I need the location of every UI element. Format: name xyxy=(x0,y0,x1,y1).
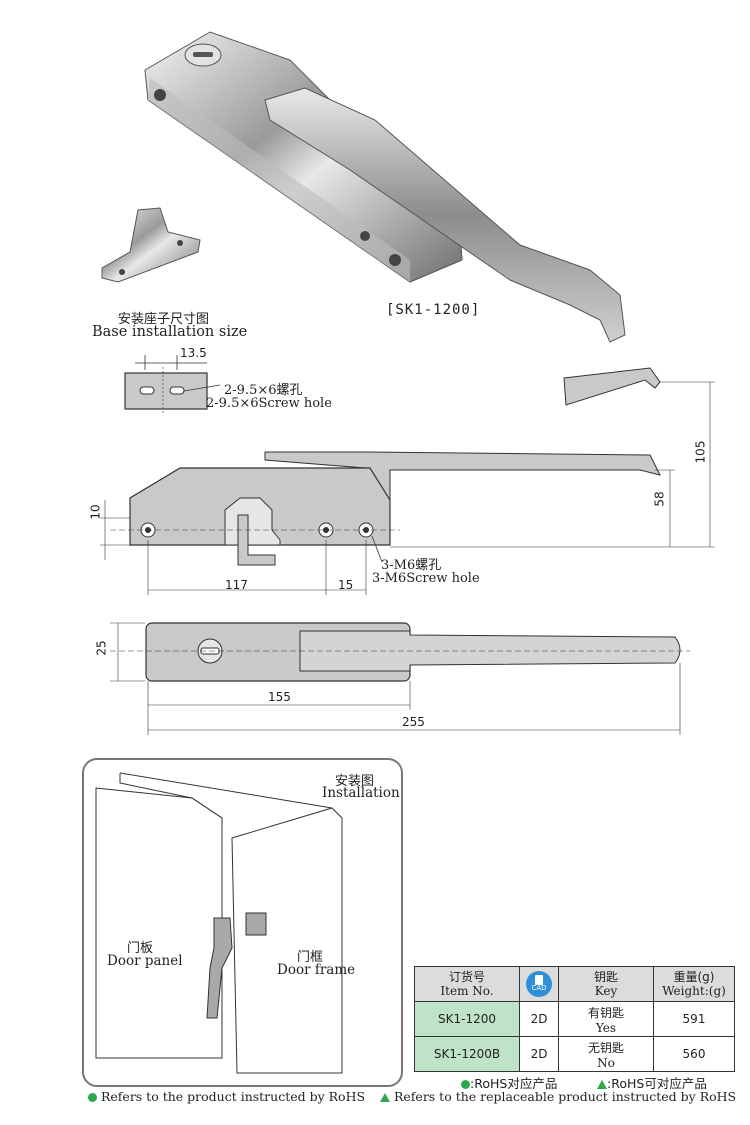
table-row: SK1-1200 2D 有钥匙 Yes 591 xyxy=(414,1001,735,1037)
base-screw-en: 2-9.5×6Screw hole xyxy=(206,396,332,411)
dim-body: 155 xyxy=(268,690,291,704)
dim-total: 255 xyxy=(402,715,425,729)
door-frame-cn: 门框 xyxy=(297,950,324,965)
item-number: SK1-1200 xyxy=(414,1001,520,1037)
weight-cell: 591 xyxy=(653,1001,735,1037)
legend-rohs-replace-cn: :RoHS可对应产品 xyxy=(597,1073,707,1092)
base-size-drawing xyxy=(124,355,221,415)
weight-cell: 560 xyxy=(653,1036,735,1072)
th-weight: 重量(g) Weight:(g) xyxy=(653,966,735,1002)
th-weight-en: Weight:(g) xyxy=(662,984,726,998)
door-panel-cn: 门板 xyxy=(127,941,154,956)
key-cell: 无钥匙 No xyxy=(558,1036,654,1072)
door-frame-en: Door frame xyxy=(277,962,356,978)
cad-icon[interactable]: CAD xyxy=(526,971,552,997)
key-en: Yes xyxy=(595,1020,617,1035)
th-item: 订货号 Item No. xyxy=(414,966,520,1002)
th-key-en: Key xyxy=(594,984,618,998)
base-spacing-dim: 13.5 xyxy=(180,346,207,360)
key-cn: 有钥匙 xyxy=(587,1005,624,1020)
base-size-title-en: Base installation size xyxy=(92,324,248,340)
base-screw-cn: 2-9.5×6螺孔 xyxy=(224,383,303,398)
th-key-cn: 钥匙 xyxy=(593,970,618,984)
th-item-en: Item No. xyxy=(440,984,494,998)
product-photo xyxy=(101,31,626,343)
th-weight-cn: 重量(g) xyxy=(673,970,715,984)
installation-title-en: Installation xyxy=(322,785,400,801)
legend-rohs-replace-en: Refers to the replaceable product instru… xyxy=(380,1089,736,1104)
model-label: [SK1-1200] xyxy=(386,302,481,318)
top-view-drawing xyxy=(110,622,690,735)
dim-width: 25 xyxy=(94,640,109,656)
table-row: SK1-1200B 2D 无钥匙 No 560 xyxy=(414,1036,735,1072)
green-dot-icon xyxy=(88,1093,97,1102)
base-size-title-cn: 安装座子尺寸图 xyxy=(118,312,210,327)
spec-table: 订货号 Item No. CAD 钥匙 Key 重量(g) Weight:(g)… xyxy=(414,966,735,1072)
installation-illustration xyxy=(82,758,403,1087)
legend-rohs-en: Refers to the product instructed by RoHS xyxy=(88,1089,365,1104)
th-cad: CAD xyxy=(519,966,559,1002)
cad-link[interactable]: 2D xyxy=(519,1001,559,1037)
key-cn: 无钥匙 xyxy=(587,1040,624,1055)
legend-rohs-cn: :RoHS对应产品 xyxy=(461,1073,557,1092)
dim-hole-gap: 15 xyxy=(338,578,354,592)
green-dot-icon xyxy=(461,1080,470,1089)
side-view-drawing xyxy=(100,367,715,595)
green-triangle-icon xyxy=(380,1093,390,1102)
key-cell: 有钥匙 Yes xyxy=(558,1001,654,1037)
door-panel-en: Door panel xyxy=(107,953,183,969)
hole-label-cn: 3-M6螺孔 xyxy=(381,558,442,573)
key-en: No xyxy=(597,1055,615,1070)
spec-table-header: 订货号 Item No. CAD 钥匙 Key 重量(g) Weight:(g) xyxy=(414,966,735,1002)
th-item-cn: 订货号 xyxy=(448,970,485,984)
dim-hole-span: 117 xyxy=(225,578,248,592)
hole-label-en: 3-M6Screw hole xyxy=(372,571,480,586)
th-key: 钥匙 Key xyxy=(558,966,654,1002)
cad-link[interactable]: 2D xyxy=(519,1036,559,1072)
green-triangle-icon xyxy=(597,1080,607,1089)
dim-height-handle: 58 xyxy=(652,491,667,507)
item-number: SK1-1200B xyxy=(414,1036,520,1072)
installation-title-cn: 安装图 xyxy=(335,774,375,789)
dim-offset: 10 xyxy=(88,504,103,520)
dim-height-total: 105 xyxy=(693,440,708,464)
